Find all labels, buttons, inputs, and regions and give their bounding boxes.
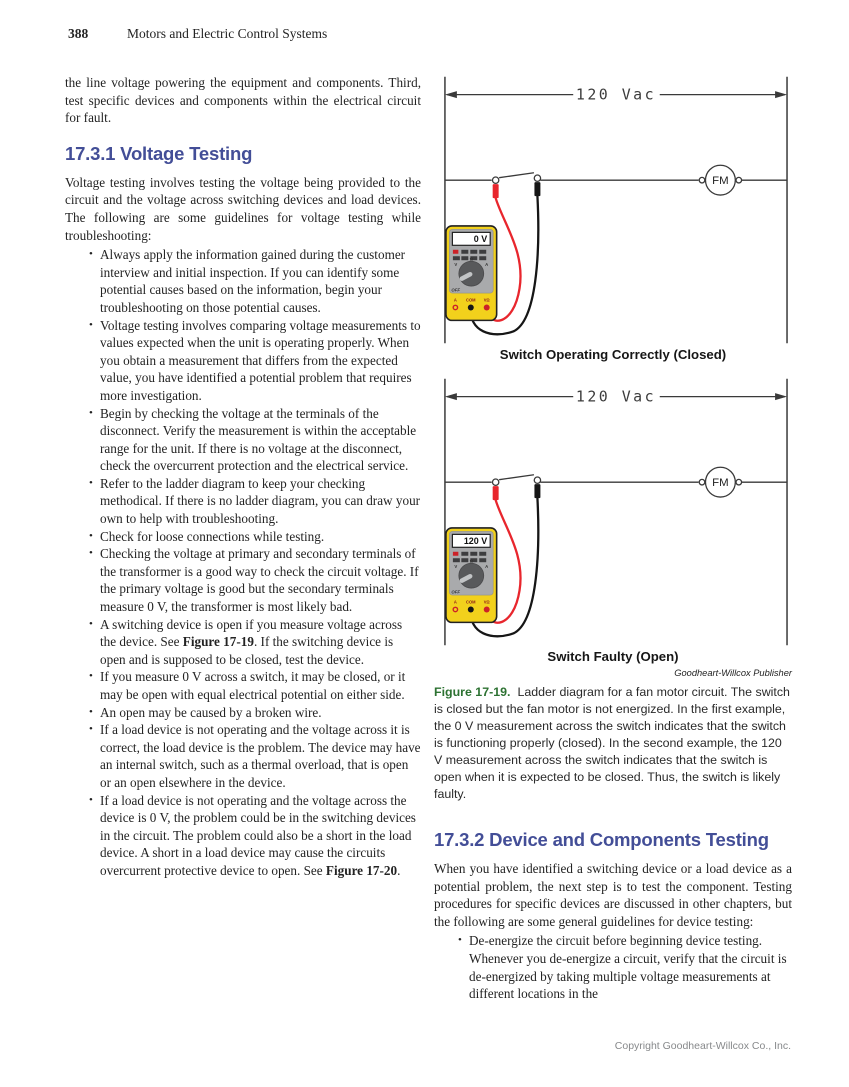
figure-caption: Figure 17-19.Ladder diagram for a fan mo… [434, 684, 792, 803]
intro-paragraph: the line voltage powering the equipment … [65, 75, 421, 126]
switch-blade [499, 172, 535, 179]
fan-motor-label: FM [712, 477, 729, 489]
fan-motor-label: FM [712, 175, 729, 187]
diagram-caption-closed: Switch Operating Correctly (Closed) [499, 347, 727, 362]
fan-motor-symbol [704, 164, 736, 196]
page-number: 388 [68, 26, 89, 41]
red-probe-tip [492, 486, 499, 501]
meter-jacks: A COM VΩ [452, 297, 491, 311]
switch-blade [499, 474, 535, 481]
ladder-diagram-open-switch: 120 Vac FM 120 V [444, 378, 788, 646]
device-testing-bullet-list: De-energize the circuit before beginning… [434, 932, 792, 1002]
voltage-label: 120 Vac [576, 86, 656, 104]
dial-ohm-label: Ω [470, 257, 474, 262]
jack-com-label: COM [466, 599, 476, 604]
dial-amp-label: A [485, 262, 488, 267]
motor-left-terminal [698, 176, 706, 184]
meter-display [451, 533, 491, 548]
right-column: 120 Vac FM 0 V [434, 74, 792, 1003]
section-heading-17-3-2: 17.3.2 Device and Components Testing [434, 829, 769, 850]
com-jack [467, 304, 474, 311]
dial-amp-label: A [485, 564, 488, 569]
switch-right-terminal [533, 476, 542, 485]
dial-volt-label: V [454, 262, 457, 267]
footer-copyright: Copyright Goodheart-Willcox Co., Inc. [614, 1040, 791, 1052]
black-test-lead [469, 194, 540, 336]
dial-volt-label: V [454, 564, 457, 569]
jack-a-label: A [454, 599, 457, 604]
black-probe-tip [534, 484, 541, 499]
circuit-rung: FM [444, 466, 788, 498]
switch-left-terminal [491, 176, 500, 184]
jack-com-label: COM [466, 297, 476, 302]
figure-caption-text: Ladder diagram for a fan motor circuit. … [434, 685, 790, 801]
voltage-dimension-arrow: 120 Vac [444, 388, 788, 406]
motor-right-terminal [735, 176, 743, 184]
meter-buttons [452, 551, 487, 563]
amp-jack [452, 304, 459, 311]
guidelines-bullet-list: Always apply the information gained duri… [65, 246, 421, 879]
amp-jack [452, 606, 459, 613]
section2-intro-paragraph: When you have identified a switching dev… [434, 861, 792, 929]
jack-a-label: A [454, 297, 457, 302]
section-intro-paragraph: Voltage testing involves testing the vol… [65, 174, 421, 243]
list-item: Begin by checking the voltage at the ter… [89, 405, 421, 475]
vohm-jack [483, 304, 490, 311]
figure-attribution: Goodheart-Willcox Publisher [674, 668, 792, 678]
figure-label: Figure 17-19. [434, 685, 511, 699]
meter-reading: 120 V [464, 536, 487, 546]
circuit-rung: FM [444, 164, 788, 196]
voltage-dimension-arrow: 120 Vac [444, 86, 788, 104]
dial-off-label: OFF [451, 288, 460, 293]
section-heading-17-3-1: 17.3.1 Voltage Testing [65, 142, 253, 164]
list-item: A switching device is open if you measur… [89, 616, 421, 669]
jack-vohm-label: VΩ [484, 599, 491, 604]
list-item: Check for loose connections while testin… [89, 528, 421, 546]
diagram-caption-open: Switch Faulty (Open) [547, 649, 679, 664]
list-item: If you measure 0 V across a switch, it m… [89, 668, 421, 703]
voltage-label: 120 Vac [576, 388, 656, 406]
vohm-jack [483, 606, 490, 613]
fan-motor-symbol [704, 466, 736, 498]
left-column: the line voltage powering the equipment … [65, 74, 421, 880]
multimeter: 0 V Ω V A OFF A [445, 225, 498, 322]
list-item: Voltage testing involves comparing volta… [89, 317, 421, 405]
switch-right-terminal [533, 174, 542, 183]
multimeter: 120 V Ω V A OFF A [445, 527, 498, 624]
list-item: Checking the voltage at primary and seco… [89, 545, 421, 615]
running-head: Motors and Electric Control Systems [127, 26, 328, 41]
ladder-diagram-closed-switch: 120 Vac FM 0 V [444, 76, 788, 344]
meter-reading: 0 V [474, 234, 487, 244]
meter-display [451, 231, 491, 246]
meter-buttons [452, 249, 487, 261]
list-item: Always apply the information gained duri… [89, 246, 421, 316]
switch-left-terminal [491, 478, 500, 486]
com-jack [467, 606, 474, 613]
dial-pointer [459, 271, 473, 281]
red-probe-tip [492, 184, 499, 199]
list-item: If a load device is not operating and th… [89, 721, 421, 791]
list-item: Refer to the ladder diagram to keep your… [89, 475, 421, 528]
dial-pointer [459, 573, 473, 583]
black-test-lead [469, 496, 540, 638]
list-item: De-energize the circuit before beginning… [458, 932, 792, 1002]
list-item: If a load device is not operating and th… [89, 792, 421, 880]
motor-left-terminal [698, 478, 706, 486]
list-item: An open may be caused by a broken wire. [89, 704, 421, 722]
jack-vohm-label: VΩ [484, 297, 491, 302]
black-probe-tip [534, 182, 541, 197]
dial-ohm-label: Ω [470, 559, 474, 564]
meter-jacks: A COM VΩ [452, 599, 491, 613]
motor-right-terminal [735, 478, 743, 486]
dial-off-label: OFF [451, 590, 460, 595]
